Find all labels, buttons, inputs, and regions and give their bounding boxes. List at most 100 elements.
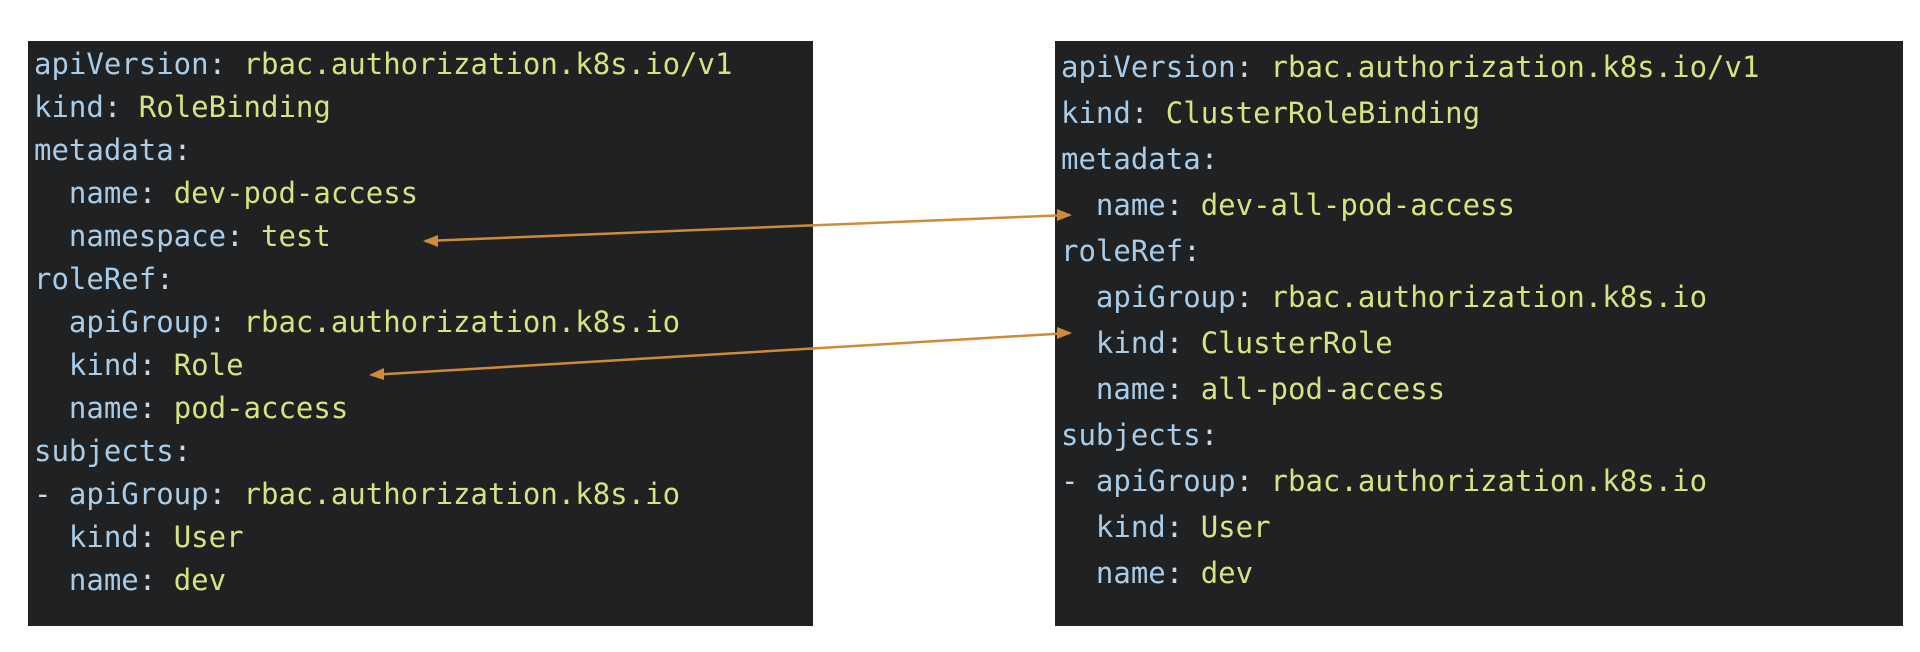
yaml-value: rbac.authorization.k8s.io	[226, 305, 681, 339]
yaml-colon: :	[138, 520, 157, 554]
yaml-colon: :	[1165, 188, 1184, 222]
code-line: subjects:	[1061, 418, 1218, 452]
yaml-value: test	[243, 219, 331, 253]
code-line: kind: RoleBinding	[34, 90, 331, 124]
indent-space	[34, 348, 69, 382]
yaml-colon: :	[103, 90, 122, 124]
yaml-value: RoleBinding	[121, 90, 331, 124]
yaml-key: apiVersion	[34, 47, 209, 81]
code-line: subjects:	[34, 434, 191, 468]
code-line: roleRef:	[1061, 234, 1201, 268]
yaml-key: name	[68, 563, 139, 597]
indent-space	[34, 305, 69, 339]
yaml-key: apiGroup	[68, 477, 209, 511]
yaml-colon: :	[1165, 372, 1184, 406]
yaml-colon: :	[208, 305, 227, 339]
indent-space	[34, 563, 69, 597]
yaml-key: metadata	[1061, 142, 1201, 176]
indent-space	[1061, 372, 1096, 406]
yaml-key: name	[68, 176, 139, 210]
yaml-key: name	[1095, 188, 1166, 222]
yaml-value: User	[156, 520, 244, 554]
code-line: kind: ClusterRoleBinding	[1061, 96, 1480, 130]
yaml-key: apiGroup	[1095, 280, 1236, 314]
yaml-colon: :	[156, 262, 174, 296]
code-line: name: pod-access	[34, 391, 348, 425]
yaml-key: kind	[1095, 326, 1166, 360]
yaml-colon: :	[138, 348, 157, 382]
yaml-colon: :	[138, 563, 157, 597]
yaml-colon: :	[1200, 418, 1219, 452]
yaml-key: kind	[1095, 510, 1166, 544]
yaml-value: rbac.authorization.k8s.io/v1	[1253, 50, 1760, 84]
code-line: apiVersion: rbac.authorization.k8s.io/v1	[1061, 50, 1759, 84]
yaml-colon: :	[208, 47, 227, 81]
yaml-colon: :	[1235, 464, 1254, 498]
code-line: - apiGroup: rbac.authorization.k8s.io	[34, 477, 680, 511]
yaml-value: dev	[1183, 556, 1254, 590]
code-line: kind: ClusterRole	[1061, 326, 1393, 360]
yaml-value: rbac.authorization.k8s.io	[1253, 464, 1708, 498]
yaml-value: pod-access	[156, 391, 349, 425]
indent-space	[34, 520, 69, 554]
yaml-value: dev-all-pod-access	[1183, 188, 1515, 222]
yaml-colon: :	[226, 219, 244, 253]
yaml-colon: :	[138, 391, 157, 425]
list-dash: -	[34, 477, 69, 511]
code-line: name: dev	[34, 563, 226, 597]
yaml-value: Role	[156, 348, 244, 382]
indent-space	[1061, 280, 1096, 314]
yaml-key: kind	[34, 90, 104, 124]
yaml-colon: :	[208, 477, 227, 511]
yaml-key: name	[68, 391, 139, 425]
code-line: metadata:	[1061, 142, 1218, 176]
yaml-value: ClusterRole	[1183, 326, 1393, 360]
yaml-value: rbac.authorization.k8s.io/v1	[226, 47, 733, 81]
right-code-panel: apiVersion: rbac.authorization.k8s.io/v1…	[1055, 41, 1903, 626]
yaml-key: namespace	[68, 219, 227, 253]
yaml-value: all-pod-access	[1183, 372, 1446, 406]
indent-space	[1061, 556, 1096, 590]
yaml-value: User	[1183, 510, 1271, 544]
yaml-key: name	[1095, 556, 1166, 590]
indent-space	[1061, 510, 1096, 544]
code-line: apiGroup: rbac.authorization.k8s.io	[1061, 280, 1707, 314]
code-line: apiVersion: rbac.authorization.k8s.io/v1	[34, 47, 732, 81]
yaml-colon: :	[1165, 510, 1184, 544]
yaml-colon: :	[1235, 50, 1254, 84]
yaml-key: kind	[68, 348, 139, 382]
yaml-key: roleRef	[34, 262, 157, 296]
code-line: name: all-pod-access	[1061, 372, 1445, 406]
yaml-colon: :	[1235, 280, 1254, 314]
yaml-key: apiGroup	[68, 305, 209, 339]
yaml-value: dev	[156, 563, 227, 597]
yaml-colon: :	[138, 176, 157, 210]
indent-space	[34, 219, 69, 253]
code-line: name: dev	[1061, 556, 1253, 590]
code-line: name: dev-all-pod-access	[1061, 188, 1515, 222]
code-line: roleRef:	[34, 262, 174, 296]
yaml-key: apiVersion	[1061, 50, 1236, 84]
yaml-value: dev-pod-access	[156, 176, 419, 210]
yaml-colon: :	[1183, 234, 1201, 268]
yaml-key: apiGroup	[1095, 464, 1236, 498]
yaml-key: kind	[1061, 96, 1131, 130]
yaml-colon: :	[173, 133, 192, 167]
yaml-value: ClusterRoleBinding	[1148, 96, 1481, 130]
code-line: metadata:	[34, 133, 191, 167]
left-code-panel: apiVersion: rbac.authorization.k8s.io/v1…	[28, 41, 813, 626]
indent-space	[34, 176, 69, 210]
indent-space	[1061, 326, 1096, 360]
list-dash: -	[1061, 464, 1096, 498]
yaml-key: metadata	[34, 133, 174, 167]
code-line: name: dev-pod-access	[34, 176, 418, 210]
yaml-key: roleRef	[1061, 234, 1184, 268]
yaml-colon: :	[1130, 96, 1149, 130]
yaml-key: subjects	[34, 434, 174, 468]
yaml-key: name	[1095, 372, 1166, 406]
code-line: namespace: test	[34, 219, 331, 253]
indent-space	[34, 391, 69, 425]
yaml-colon: :	[1165, 556, 1184, 590]
yaml-key: subjects	[1061, 418, 1201, 452]
code-line: kind: User	[1061, 510, 1271, 544]
